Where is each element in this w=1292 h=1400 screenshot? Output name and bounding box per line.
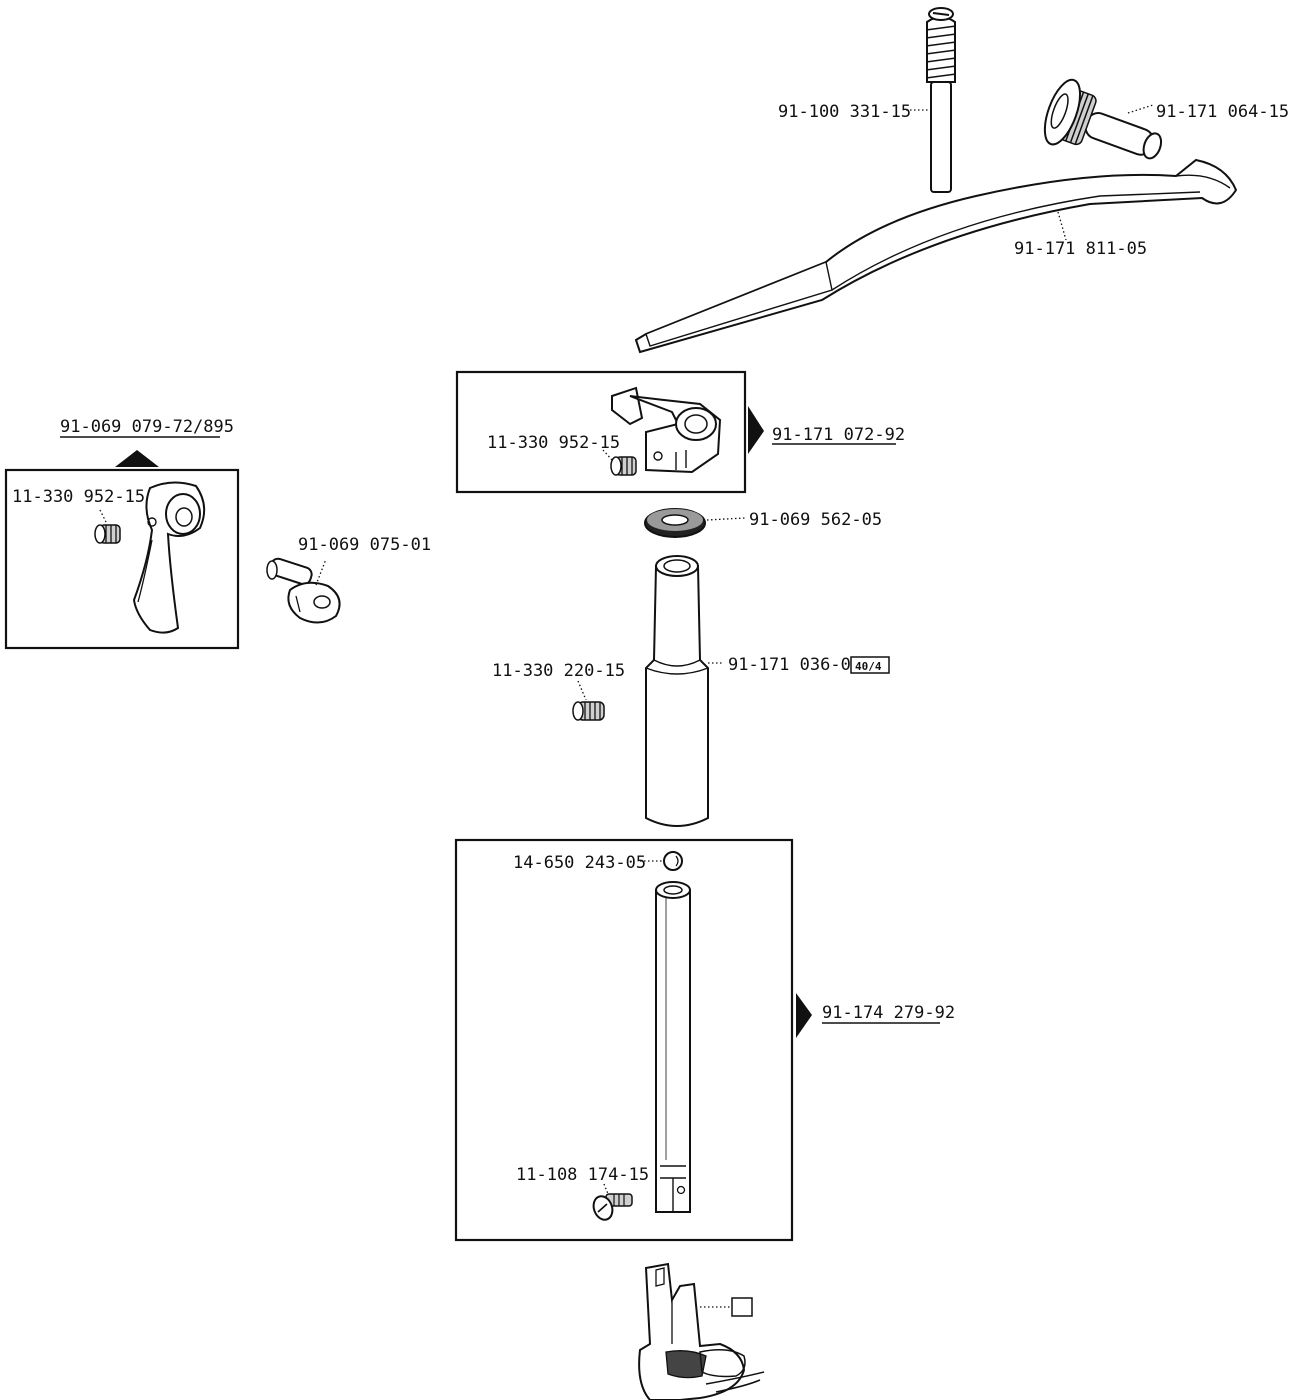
presser-bar-lifter-icon [132,481,206,634]
assembly-box-presser-bar [454,838,794,1242]
thumb-screw-large [1043,78,1163,160]
label-91-171-811-05: 91-171 811-05 [1014,239,1147,259]
label-14-650-243-05: 14-650 243-05 [513,853,646,873]
lifter-cam [266,557,341,624]
assembly-box-clamp [455,370,747,494]
label-91-069-079-72-895: 91-069 079-72/895 [60,417,234,437]
label-11-108-174-15: 11-108 174-15 [516,1165,649,1185]
set-screw-small [610,456,637,476]
presser-bar-bushing [645,555,709,827]
label-91-069-562-05: 91-069 562-05 [749,510,882,530]
presser-bar [655,881,691,1213]
label-91-171-036-05: 91-171 036-05 [728,655,861,675]
badge-40-4: 40/4 [855,660,882,673]
presser-foot-icon [638,1262,765,1400]
label-91-174-279-92: 91-174 279-92 [822,1003,955,1023]
badge-box [850,656,890,674]
label-11-330-952-15-b: 11-330 952-15 [12,487,145,507]
label-11-330-220-15: 11-330 220-15 [492,661,625,681]
triangle-pointer-icon [796,993,812,1038]
triangle-pointer-icon-up [115,450,159,467]
triangle-pointer-icon [748,406,764,454]
label-91-171-064-15: 91-171 064-15 [1156,102,1289,122]
washer [644,508,706,538]
label-91-171-072-92: 91-171 072-92 [772,425,905,445]
set-screw-medium [572,701,605,721]
label-91-100-331-15: 91-100 331-15 [778,102,911,122]
set-screw-lifter [94,524,121,544]
thread-take-up-arm [634,158,1238,354]
label-91-069-075-01: 91-069 075-01 [298,535,431,555]
assembly-box-lifter [4,468,240,650]
steel-ball [663,851,683,871]
thumb-screw-small [592,1193,633,1221]
threaded-pin [925,7,957,193]
empty-checkbox-icon [731,1297,753,1317]
needle-clamp [611,386,722,474]
label-11-330-952-15-a: 11-330 952-15 [487,433,620,453]
